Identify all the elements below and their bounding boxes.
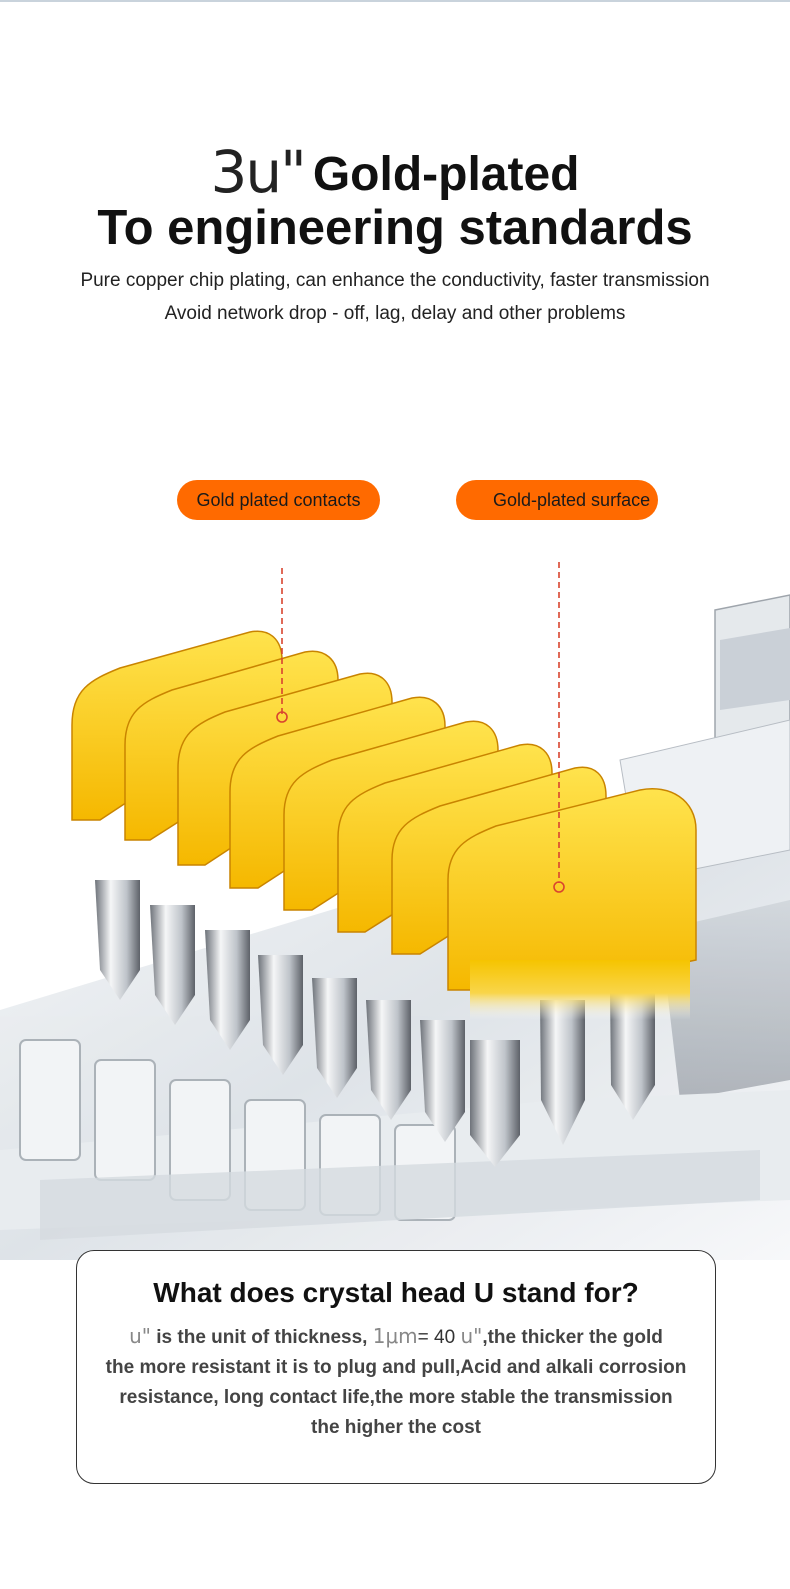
unit-symbol: u" <box>129 1324 151 1348</box>
info-line-3: resistance, long contact life,the more s… <box>119 1387 673 1408</box>
top-divider <box>0 0 790 2</box>
headline-thickness: 3u" <box>210 138 307 206</box>
info-line-2: the more resistant it is to plug and pul… <box>105 1357 687 1378</box>
info-box: What does crystal head U stand for? u" i… <box>76 1250 716 1484</box>
callout-leaders <box>276 562 565 893</box>
headline: 3u"Gold-plated <box>0 138 790 206</box>
info-text-thicker: ,the thicker the gold <box>482 1327 663 1348</box>
callout-gold-surface: Gold-plated surface <box>456 480 658 520</box>
gold-contacts <box>71 630 697 1020</box>
description-line-2: Avoid network drop - off, lag, delay and… <box>164 303 626 324</box>
info-line-4: the higher the cost <box>311 1417 481 1438</box>
description-line-1: Pure copper chip plating, can enhance th… <box>80 270 710 291</box>
callout-gold-contacts: Gold plated contacts <box>177 480 380 520</box>
info-question: What does crystal head U stand for? <box>153 1277 639 1308</box>
micrometer-symbol: 1μm <box>372 1324 418 1348</box>
info-equals: = 40 <box>417 1327 456 1348</box>
contact-blades <box>95 880 655 1167</box>
info-line-1: u" is the unit of thickness, 1μm= 40 u",… <box>77 1321 715 1353</box>
info-text-unit: is the unit of thickness, <box>156 1327 368 1348</box>
unit-symbol-2: u" <box>460 1324 483 1348</box>
headline-gold-plated: Gold-plated <box>312 148 580 201</box>
connector-illustration <box>0 562 790 1260</box>
headline-subtitle: To engineering standards <box>97 201 693 255</box>
